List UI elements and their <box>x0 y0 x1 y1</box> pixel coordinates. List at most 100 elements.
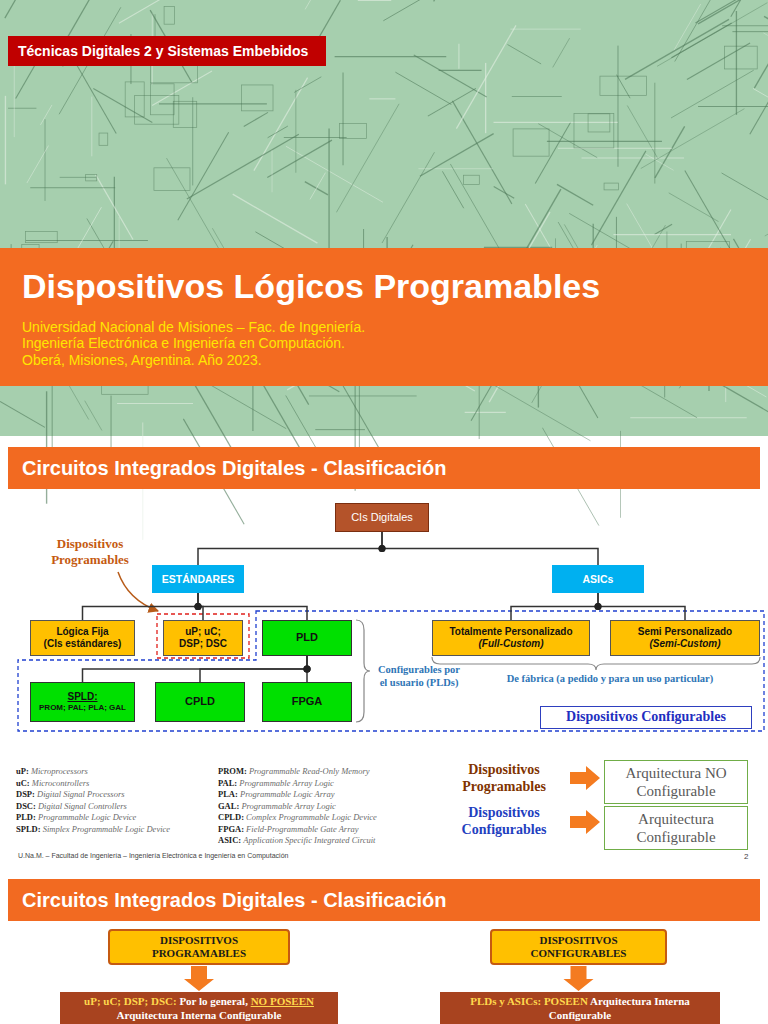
node-text: Lógica Fija <box>44 626 122 638</box>
asic-type-box: Semi Personalizado(Semi-Custom) <box>610 620 760 656</box>
text-group: Arquitectura Configurable <box>616 810 736 846</box>
abbreviation: PLA: <box>218 789 238 799</box>
node-text: DISPOSITIVOS PROGRAMABLES <box>139 934 259 960</box>
abbreviation-row: FPGA: Field-Programmable Gate Array <box>218 824 358 834</box>
node-text: Arquitectura Interna Configurable <box>117 1009 282 1021</box>
text-group: DISPOSITIVOS PROGRAMABLES <box>139 934 259 960</box>
root-box: CIs Digitales <box>335 503 429 532</box>
abbreviation-row: PAL: Programmable Array Logic <box>218 778 334 788</box>
node-text: Dispositivos Configurables <box>566 709 726 726</box>
course-tab: Técnicas Digitales 2 y Sistemas Embebido… <box>8 36 326 66</box>
node-text: Arquitectura Configurable <box>616 810 736 846</box>
title-band <box>0 248 768 386</box>
node-text: ESTÁNDARES <box>162 573 234 586</box>
junction-dot <box>195 603 202 610</box>
text-group: Dispositivos Configurables <box>566 709 726 726</box>
group-label: Configurables por el usuario (PLDs) <box>374 664 464 689</box>
slide-title: Dispositivos Lógicos Programables <box>22 266 600 307</box>
junction-dot <box>379 545 386 552</box>
processor-box: uP; uC; DSP; DSC <box>163 620 243 656</box>
abbreviation-row: PLA: Programmable Logic Array <box>218 789 334 799</box>
text-group: ESTÁNDARES <box>162 573 234 586</box>
abbreviation-meaning: Programmable Read-Only Memory <box>249 766 370 776</box>
abbreviation-meaning: Programmable Logic Device <box>38 812 136 822</box>
node-text: CPLD <box>185 695 215 708</box>
abbreviation-meaning: Digital Signal Controllers <box>38 801 127 811</box>
statement-box: uP; uC; DSP; DSC: Por lo general, NO POS… <box>60 992 338 1024</box>
abbreviation-row: GAL: Programmable Array Logic <box>218 801 336 811</box>
tree-connector <box>382 532 598 565</box>
programmable-dashed-box <box>157 614 249 658</box>
text-group: Arquitectura NO Configurable <box>616 764 736 800</box>
text-line: PLDs y ASICs: POSEEN Arquitectura Intern… <box>448 995 712 1021</box>
node-text: PLDs y ASICs: <box>470 995 541 1007</box>
node-text: uP; uC; DSP; DSC <box>175 626 231 650</box>
architecture-box: Arquitectura NO Configurable <box>604 760 748 804</box>
node-text: POSEEN <box>544 995 588 1007</box>
abbreviation-row: SPLD: Simplex Programmable Logic Device <box>16 824 170 834</box>
abbreviation: PAL: <box>218 778 237 788</box>
abbreviation-meaning: Programmable Logic Array <box>240 789 334 799</box>
abbreviation: PLD: <box>16 812 36 822</box>
node-text: FPGA <box>292 695 323 708</box>
device-class-box: DISPOSITIVOS CONFIGURABLES <box>490 929 667 965</box>
user-brace <box>356 620 370 722</box>
tree-connector <box>200 656 307 682</box>
abbreviation-meaning: Simplex Programmable Logic Device <box>43 824 170 834</box>
text-line: uP; uC; DSP; DSC: Por lo general, NO POS… <box>67 995 331 1021</box>
junction-dot <box>195 603 202 610</box>
text-group: PLD <box>296 631 318 644</box>
subtitle-line: Oberá, Misiones, Argentina. Año 2023. <box>22 352 262 369</box>
abbreviation-meaning: Programmable Array Logic <box>239 778 333 788</box>
concept-label: Dispositivos Configurables <box>440 805 568 839</box>
node-text: ASICs <box>583 573 614 586</box>
text-group: FPGA <box>292 695 323 708</box>
node-text: PLD <box>296 631 318 644</box>
abbreviation-meaning: Field-Programmable Gate Array <box>246 824 358 834</box>
text-group: DISPOSITIVOS CONFIGURABLES <box>519 934 639 960</box>
text-group: PLDs y ASICs: POSEEN Arquitectura Intern… <box>448 995 712 1021</box>
node-text: Arquitectura NO Configurable <box>616 764 736 800</box>
abbreviation-meaning: Complex Programmable Logic Device <box>246 812 377 822</box>
node-text: uP; uC; DSP; DSC: <box>84 995 177 1007</box>
abbreviation-row: PLD: Programmable Logic Device <box>16 812 136 822</box>
group-label: De fábrica (a pedido y para un uso parti… <box>462 673 758 686</box>
node-text: DISPOSITIVOS CONFIGURABLES <box>519 934 639 960</box>
slide-header: Circuitos Integrados Digitales - Clasifi… <box>8 879 760 921</box>
subtitle-line: Universidad Nacional de Misiones – Fac. … <box>22 319 365 336</box>
tree-connector <box>83 656 308 682</box>
abbreviation-meaning: Microprocessors <box>31 766 88 776</box>
abbreviation-meaning: Application Specific Integrated Circuit <box>243 835 375 845</box>
orange-arrow <box>570 766 600 790</box>
title-background <box>0 0 768 436</box>
abbreviation: uC: <box>16 778 30 788</box>
orange-arrow <box>570 810 600 834</box>
fixed-logic-box: Lógica Fija(CIs estándares) <box>30 620 135 656</box>
junction-dot <box>304 666 311 673</box>
text-group: Lógica Fija(CIs estándares) <box>44 626 122 650</box>
configurable-box: Dispositivos Configurables <box>540 706 752 729</box>
slide-header: Circuitos Integrados Digitales - Clasifi… <box>8 447 760 489</box>
callout-label: Dispositivos Programables <box>30 536 150 567</box>
abbreviation-row: ASIC: Application Specific Integrated Ci… <box>218 835 375 845</box>
text-group: CPLD <box>185 695 215 708</box>
abbreviation-row: uC: Microcontrollers <box>16 778 89 788</box>
abbreviation: GAL: <box>218 801 239 811</box>
abbreviation-row: uP: Microprocessors <box>16 766 88 776</box>
text-group: uP; uC; DSP; DSC <box>175 626 231 650</box>
node-text: CIs Digitales <box>351 511 413 524</box>
pld-family-box: SPLD:PROM; PAL; PLA; GAL <box>30 682 135 722</box>
text-group: Circuitos Integrados Digitales - Clasifi… <box>22 456 447 480</box>
node-text: Semi Personalizado <box>638 626 732 638</box>
abbreviation-row: CPLD: Complex Programmable Logic Device <box>218 812 377 822</box>
concept-label: Dispositivos Programables <box>440 762 568 796</box>
tree-connector <box>598 593 685 620</box>
node-text: (Full-Custom) <box>449 638 572 650</box>
subtitle-line: Ingeniería Electrónica e Ingeniería en C… <box>22 335 345 352</box>
text-group: Circuitos Integrados Digitales - Clasifi… <box>22 888 447 912</box>
pld-family-box: FPGA <box>262 682 352 722</box>
asic-type-box: Totalmente Personalizado(Full-Custom) <box>432 620 590 656</box>
footer-text: U.Na.M. – Facultad de Ingeniería – Ingen… <box>18 852 288 860</box>
tree-connector <box>511 593 598 620</box>
